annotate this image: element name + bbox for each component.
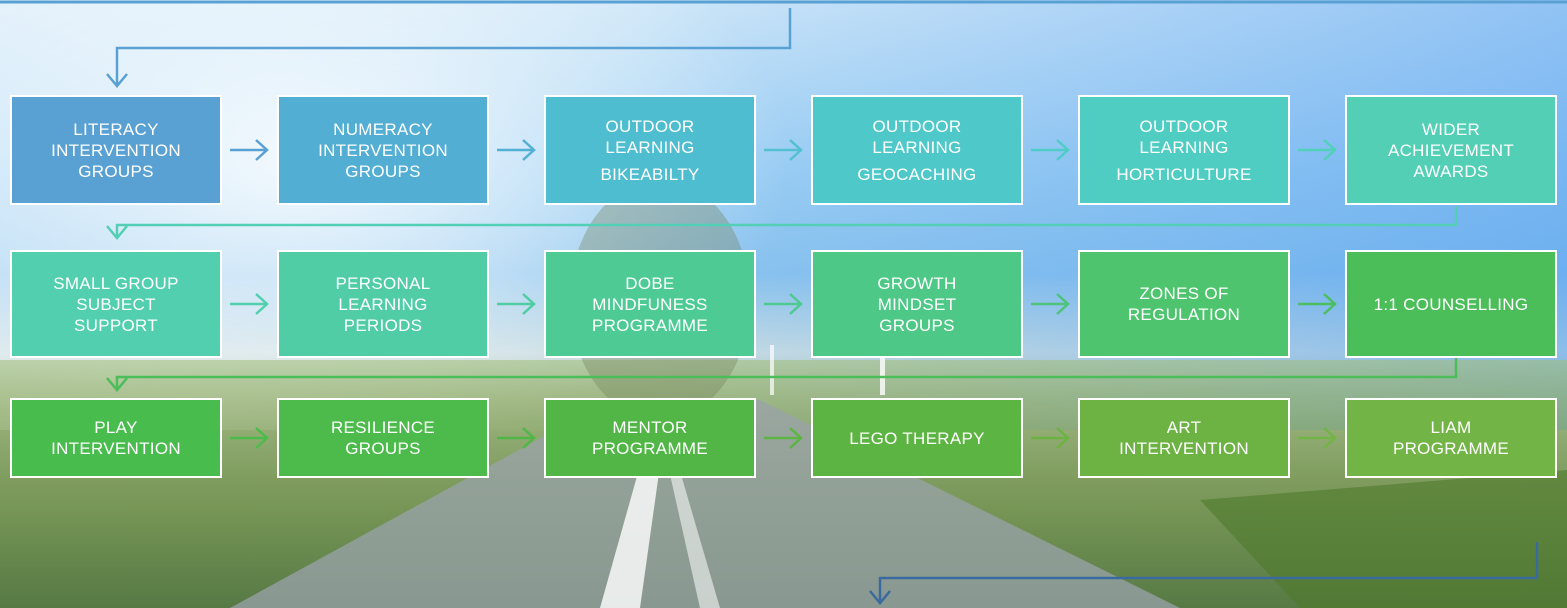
box-lego-therapy: LEGO THERAPY: [811, 398, 1023, 478]
box-sublabel: BIKEABILTY: [600, 164, 700, 184]
box-literacy: LITERACY INTERVENTION GROUPS: [10, 95, 222, 205]
box-label: SMALL GROUP SUBJECT SUPPORT: [53, 273, 179, 335]
box-small-group-support: SMALL GROUP SUBJECT SUPPORT: [10, 250, 222, 358]
box-zones-of-regulation: ZONES OF REGULATION: [1078, 250, 1290, 358]
box-label: PERSONAL LEARNING PERIODS: [335, 273, 431, 335]
box-label: MENTOR PROGRAMME: [591, 418, 709, 458]
box-label: ART INTERVENTION: [1119, 418, 1249, 458]
box-outdoor-geocaching: OUTDOOR LEARNING GEOCACHING: [811, 95, 1023, 205]
box-label: WIDER ACHIEVEMENT AWARDS: [1387, 119, 1515, 181]
box-label: LEGO THERAPY: [849, 428, 985, 448]
box-liam-programme: LIAM PROGRAMME: [1345, 398, 1557, 478]
box-wider-achievement: WIDER ACHIEVEMENT AWARDS: [1345, 95, 1557, 205]
box-label: LITERACY INTERVENTION GROUPS: [51, 119, 181, 181]
box-label: GROWTH MINDSET GROUPS: [877, 273, 957, 335]
box-art-intervention: ART INTERVENTION: [1078, 398, 1290, 478]
box-label: ZONES OF REGULATION: [1127, 284, 1241, 324]
box-label: RESILIENCE GROUPS: [330, 418, 436, 458]
box-label: OUTDOOR LEARNING: [872, 116, 962, 157]
box-growth-mindset: GROWTH MINDSET GROUPS: [811, 250, 1023, 358]
box-personal-learning: PERSONAL LEARNING PERIODS: [277, 250, 489, 358]
box-mentor-programme: MENTOR PROGRAMME: [544, 398, 756, 478]
box-numeracy: NUMERACY INTERVENTION GROUPS: [277, 95, 489, 205]
box-label: OUTDOOR LEARNING: [605, 116, 695, 157]
box-counselling: 1:1 COUNSELLING: [1345, 250, 1557, 358]
box-label: DOBE MINDFUNESS PROGRAMME: [591, 273, 709, 335]
box-outdoor-horticulture: OUTDOOR LEARNING HORTICULTURE: [1078, 95, 1290, 205]
box-sublabel: HORTICULTURE: [1116, 164, 1252, 184]
box-play-intervention: PLAY INTERVENTION: [10, 398, 222, 478]
box-outdoor-bikeability: OUTDOOR LEARNING BIKEABILTY: [544, 95, 756, 205]
box-label: NUMERACY INTERVENTION GROUPS: [318, 119, 448, 181]
box-resilience-groups: RESILIENCE GROUPS: [277, 398, 489, 478]
box-dobe-mindfulness: DOBE MINDFUNESS PROGRAMME: [544, 250, 756, 358]
box-label: LIAM PROGRAMME: [1392, 418, 1510, 458]
box-label: 1:1 COUNSELLING: [1373, 294, 1529, 314]
box-label: PLAY INTERVENTION: [51, 418, 181, 458]
box-sublabel: GEOCACHING: [857, 164, 977, 184]
box-label: OUTDOOR LEARNING: [1139, 116, 1229, 157]
